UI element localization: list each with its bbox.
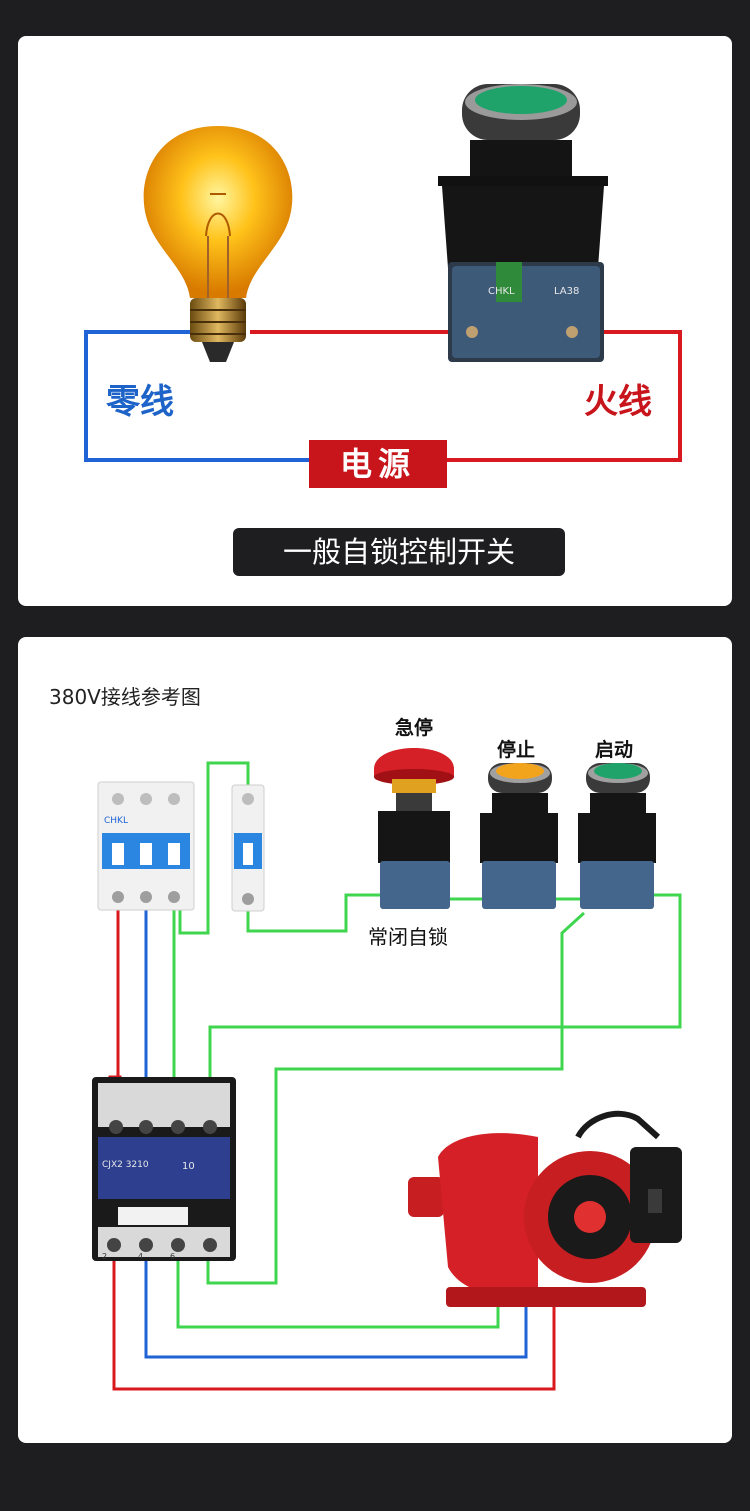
green-wire-start-out xyxy=(208,893,682,1117)
380v-wiring-diagram: CHKL xyxy=(92,748,682,1391)
emergency-stop-button-icon xyxy=(374,748,454,909)
push-button-switch-icon: CHKL LA38 xyxy=(438,84,608,362)
single-pole-breaker-icon xyxy=(231,784,265,912)
breaker-brand-text: CHKL xyxy=(104,816,128,826)
start-button-icon xyxy=(578,763,656,909)
start-label: 启动 xyxy=(594,739,633,761)
diagram-title: 380V接线参考图 xyxy=(49,685,201,709)
emergency-stop-label: 急停 xyxy=(394,717,433,739)
circulation-pump-icon xyxy=(408,1110,682,1307)
live-wire-label: 火线 xyxy=(584,382,652,422)
three-pole-breaker-icon: CHKL xyxy=(97,781,195,911)
neutral-wire-motor xyxy=(144,1249,528,1359)
green-wire-self-lock xyxy=(206,911,586,1285)
380v-wiring-panel: 380V接线参考图 CHKL xyxy=(18,637,732,1443)
neutral-wire-label: 零线 xyxy=(106,382,174,422)
green-wire-control xyxy=(246,893,384,933)
green-wire-breaker-feed xyxy=(178,761,250,935)
lamp-wiring-diagram: CHKL LA38 xyxy=(84,84,682,462)
stop-button-icon xyxy=(480,763,558,909)
neutral-wire xyxy=(84,330,309,462)
terminal-label-4: 4 xyxy=(138,1252,143,1261)
light-bulb-icon xyxy=(143,126,293,362)
terminal-label-2: 2 xyxy=(102,1252,107,1261)
panel-caption: 一般自锁控制开关 xyxy=(233,528,565,576)
ac-contactor-icon: CJX2 3210 10 2 4 6 xyxy=(92,1077,236,1261)
terminal-label-6: 6 xyxy=(170,1252,175,1261)
contactor-aux-text: 10 xyxy=(182,1161,195,1172)
live-wire-motor xyxy=(112,1249,556,1391)
contactor-model-text: CJX2 3210 xyxy=(102,1160,149,1170)
lamp-wiring-panel: CHKL LA38 零线 火线 电源 一般自锁控制开关 xyxy=(18,36,732,606)
green-wire-motor xyxy=(176,1249,500,1329)
switch-brand-text: CHKL xyxy=(488,286,515,297)
nc-self-lock-label: 常闭自锁 xyxy=(368,925,448,949)
stop-label: 停止 xyxy=(496,739,535,761)
switch-model-text: LA38 xyxy=(554,286,579,297)
power-source-label: 电源 xyxy=(309,440,447,488)
